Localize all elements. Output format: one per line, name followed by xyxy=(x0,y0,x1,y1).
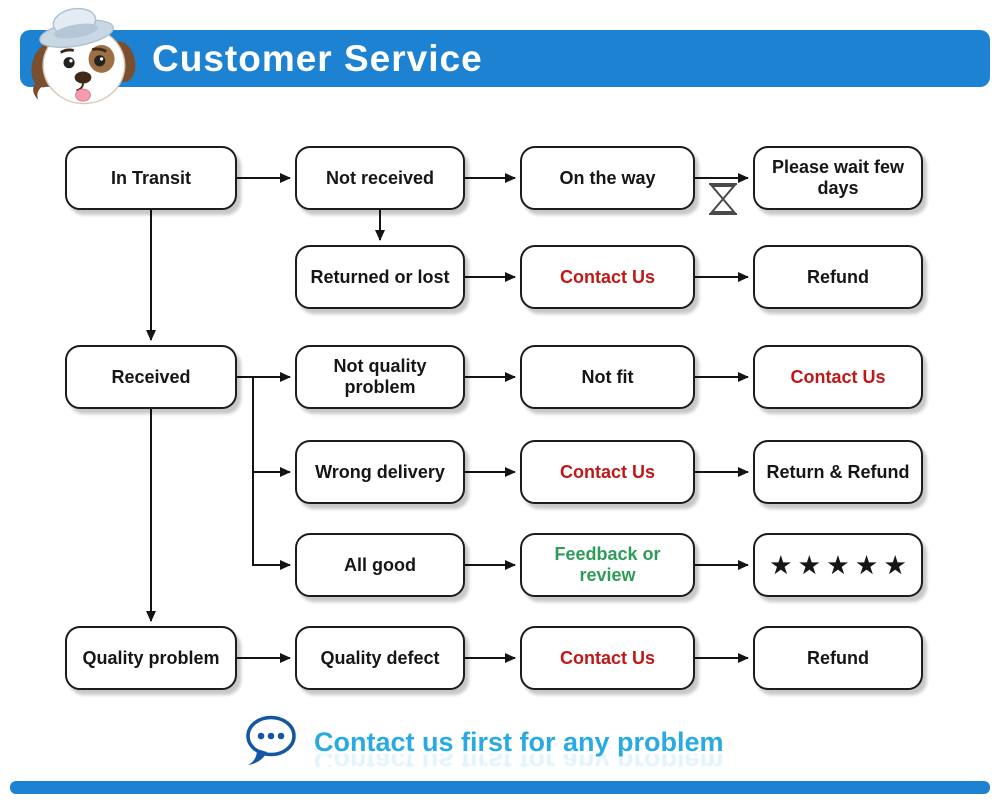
flow-node-not-fit: Not fit xyxy=(520,345,695,409)
node-label: Not fit xyxy=(581,366,634,387)
node-label: Contact Us xyxy=(559,647,655,668)
footer-message: Contact us first for any problem xyxy=(314,727,724,757)
page-title: Customer Service xyxy=(152,37,483,79)
node-label: Please wait few days xyxy=(771,157,905,198)
flow-node-five-stars: ★★★★★ xyxy=(753,533,923,597)
flow-node-in-transit: In Transit xyxy=(65,146,237,210)
hourglass-icon xyxy=(709,183,737,215)
node-label: Refund xyxy=(807,647,869,668)
flow-node-received: Received xyxy=(65,345,237,409)
node-label: In Transit xyxy=(110,167,191,188)
flow-node-please-wait: Please wait few days xyxy=(753,146,923,210)
header-bar: Customer Service xyxy=(20,30,990,87)
flow-node-refund-1: Refund xyxy=(753,245,923,309)
arrow-connector xyxy=(252,472,291,570)
node-label: All good xyxy=(344,554,416,575)
node-label: Not received xyxy=(325,167,435,188)
node-label: Received xyxy=(111,366,191,387)
node-label: Contact Us xyxy=(559,461,655,482)
flow-node-contact-us-4: Contact Us xyxy=(520,626,695,690)
flow-node-wrong-delivery: Wrong delivery xyxy=(295,440,465,504)
node-label: Wrong delivery xyxy=(315,461,445,482)
node-label: Contact Us xyxy=(559,266,655,287)
flow-node-not-received: Not received xyxy=(295,146,465,210)
flow-node-all-good: All good xyxy=(295,533,465,597)
node-label: Feedback or review xyxy=(554,544,661,585)
node-label: Refund xyxy=(807,266,869,287)
flow-node-not-quality-problem: Not quality problem xyxy=(295,345,465,409)
node-label: Return & Refund xyxy=(766,461,910,482)
flow-node-quality-defect: Quality defect xyxy=(295,626,465,690)
flow-node-returned-or-lost: Returned or lost xyxy=(295,245,465,309)
node-label: Quality problem xyxy=(82,647,220,668)
five-stars-rating: ★★★★★ xyxy=(770,551,914,578)
flow-node-return-refund: Return & Refund xyxy=(753,440,923,504)
flow-node-quality-problem: Quality problem xyxy=(65,626,237,690)
node-label: On the way xyxy=(559,167,656,188)
footer-bar xyxy=(10,781,990,794)
node-label: Contact Us xyxy=(790,366,886,387)
dog-mascot-icon xyxy=(31,7,136,105)
node-label: Quality defect xyxy=(320,647,440,668)
node-label: Not quality problem xyxy=(333,356,427,397)
flow-node-on-the-way: On the way xyxy=(520,146,695,210)
flow-node-contact-us-2: Contact Us xyxy=(753,345,923,409)
chat-bubble-icon xyxy=(246,715,296,765)
flow-node-refund-2: Refund xyxy=(753,626,923,690)
arrow-connector xyxy=(252,377,291,477)
node-label: Returned or lost xyxy=(310,266,450,287)
flow-node-contact-us-3: Contact Us xyxy=(520,440,695,504)
flow-node-contact-us-1: Contact Us xyxy=(520,245,695,309)
flow-node-feedback-review: Feedback or review xyxy=(520,533,695,597)
footer-message-reflection: Contact us first for any problem xyxy=(314,754,724,767)
